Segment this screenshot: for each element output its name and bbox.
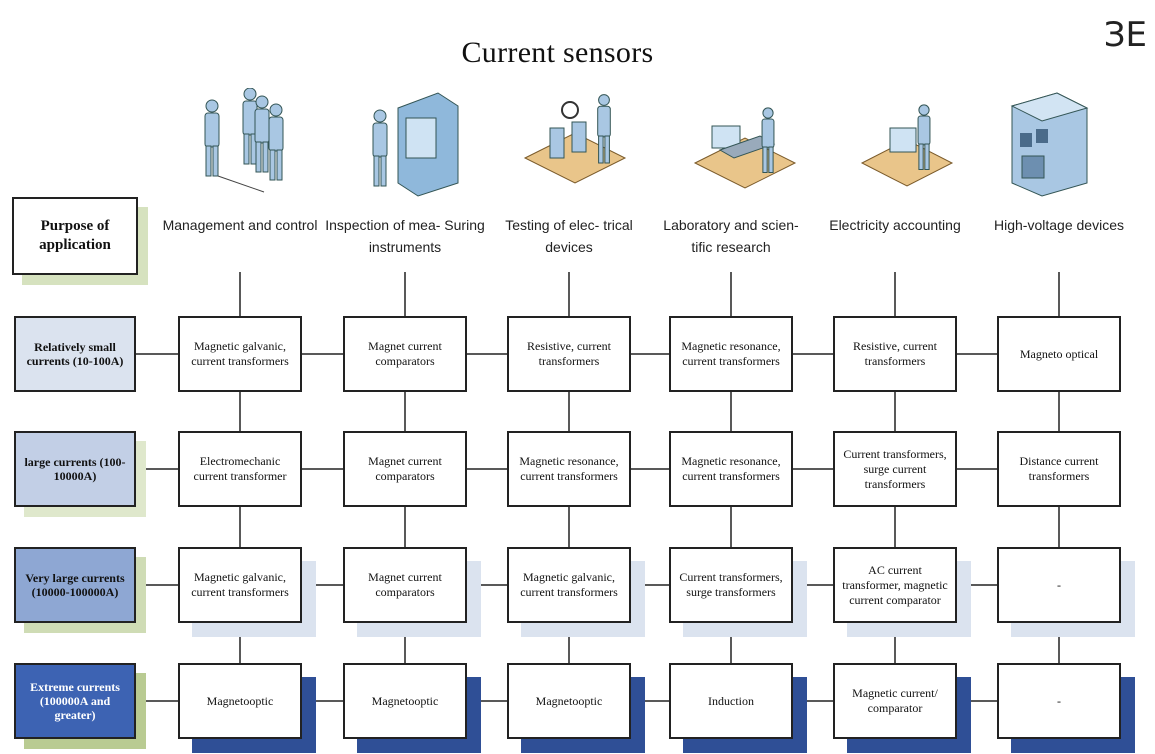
sensor-type-cell: Magnetooptic [343, 663, 467, 739]
column-header: Testing of elec- trical devices [505, 217, 633, 255]
row-header: Relatively small currents (10-100A) [14, 316, 136, 392]
sensor-type-cell: Magnetic galvanic, current transformers [178, 547, 302, 623]
column-header: Management and control [162, 217, 318, 233]
column-header: Inspection of mea- Suring instruments [325, 217, 485, 255]
column-header: Laboratory and scien- tific research [663, 217, 799, 255]
row-header: large currents (100-10000A) [14, 431, 136, 507]
team-people-icon [190, 87, 300, 203]
sensor-type-cell: Magnetic resonance, current transformers [669, 316, 793, 392]
testing-bench-icon [520, 88, 630, 203]
column-header: Electricity accounting [829, 217, 961, 233]
sensor-type-cell: Magnetic resonance, current transformers [669, 431, 793, 507]
sensor-type-cell: Resistive, current transformers [833, 316, 957, 392]
diagram-title: Current sensors [461, 36, 654, 69]
row-header: Extreme currents (100000A and greater) [14, 663, 136, 739]
sensor-type-cell: Magnetooptic [507, 663, 631, 739]
sensor-type-cell: Electromechanic current transformer [178, 431, 302, 507]
sensor-type-cell: Magnet current comparators [343, 316, 467, 392]
sensor-type-cell: Magnetic galvanic, current transformers [178, 316, 302, 392]
operator-cabinet-icon [358, 88, 468, 203]
sensor-type-cell: Resistive, current transformers [507, 316, 631, 392]
lab-desk-icon [690, 88, 800, 203]
sensor-type-cell: Current transformers, surge current tran… [833, 431, 957, 507]
accountant-desk-icon [852, 88, 962, 203]
sensor-type-cell: Current transformers, surge transformers [669, 547, 793, 623]
column-header: High-voltage devices [994, 217, 1124, 233]
sensor-type-cell: Magnetic galvanic, current transformers [507, 547, 631, 623]
sensor-type-cell: Magnet current comparators [343, 431, 467, 507]
hv-cabinet-icon [992, 88, 1102, 203]
sensor-type-cell: Induction [669, 663, 793, 739]
sensor-type-cell: AC current transformer, magnetic current… [833, 547, 957, 623]
purpose-of-application-box: Purpose of application [12, 197, 138, 275]
sensor-type-cell: Magneto optical [997, 316, 1121, 392]
sensor-type-cell: Magnetic resonance, current transformers [507, 431, 631, 507]
row-header: Very large currents (10000-100000A) [14, 547, 136, 623]
sensor-type-cell: Magnet current comparators [343, 547, 467, 623]
publisher-logo-icon: ЗЕ [1103, 15, 1147, 55]
sensor-type-cell: Distance current transformers [997, 431, 1121, 507]
sensor-type-cell: - [997, 663, 1121, 739]
sensor-type-cell: Magnetooptic [178, 663, 302, 739]
sensor-type-cell: - [997, 547, 1121, 623]
sensor-type-cell: Magnetic current/ comparator [833, 663, 957, 739]
